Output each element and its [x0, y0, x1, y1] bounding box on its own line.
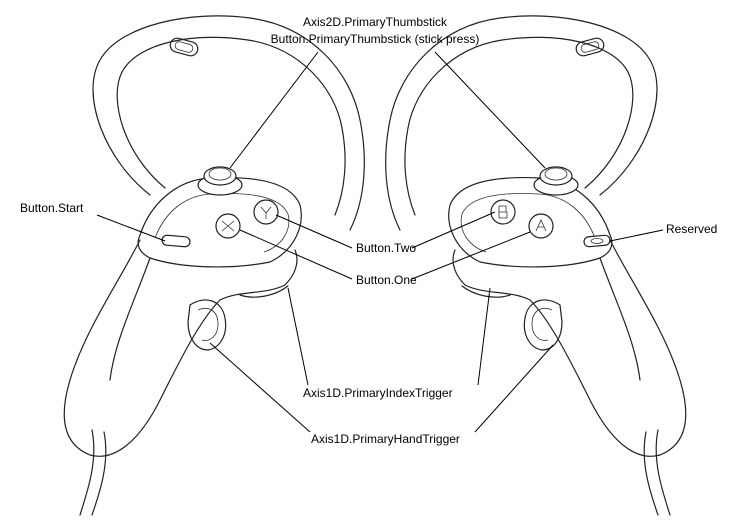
left-grip-trigger — [187, 299, 227, 351]
left-thumbstick — [203, 166, 237, 186]
right-oculus-button — [583, 234, 611, 248]
leader-lines — [96, 51, 664, 433]
left-menu-button — [161, 234, 191, 248]
right-button-a — [528, 213, 554, 239]
right-controller — [385, 15, 687, 516]
label-button-start: Button.Start — [20, 201, 84, 215]
right-ring-window — [575, 37, 605, 57]
label-thumbstick-axis: Axis2D.PrimaryThumbstick — [302, 15, 448, 29]
label-index-trigger: Axis1D.PrimaryIndexTrigger — [303, 386, 453, 400]
right-index-trigger — [461, 285, 511, 298]
label-hand-trigger: Axis1D.PrimaryHandTrigger — [311, 432, 460, 446]
label-button-two: Button.Two — [356, 241, 417, 255]
label-reserved: Reserved — [666, 222, 718, 236]
right-handle — [452, 239, 687, 457]
left-ring-window — [169, 37, 199, 57]
right-thumbstick — [539, 166, 573, 186]
label-button-one: Button.One — [356, 273, 417, 287]
right-grip-trigger — [523, 299, 563, 351]
left-handle — [63, 239, 298, 457]
left-button-y — [253, 199, 279, 225]
label-thumbstick-press: Button.PrimaryThumbstick (stick press) — [270, 32, 480, 46]
left-controller — [63, 15, 365, 516]
right-tracking-ring — [385, 15, 658, 231]
left-tracking-ring — [92, 15, 365, 231]
left-strap — [79, 429, 107, 516]
left-index-trigger — [239, 285, 289, 298]
right-strap — [643, 429, 671, 516]
left-tracking-ring-inner — [116, 36, 346, 216]
